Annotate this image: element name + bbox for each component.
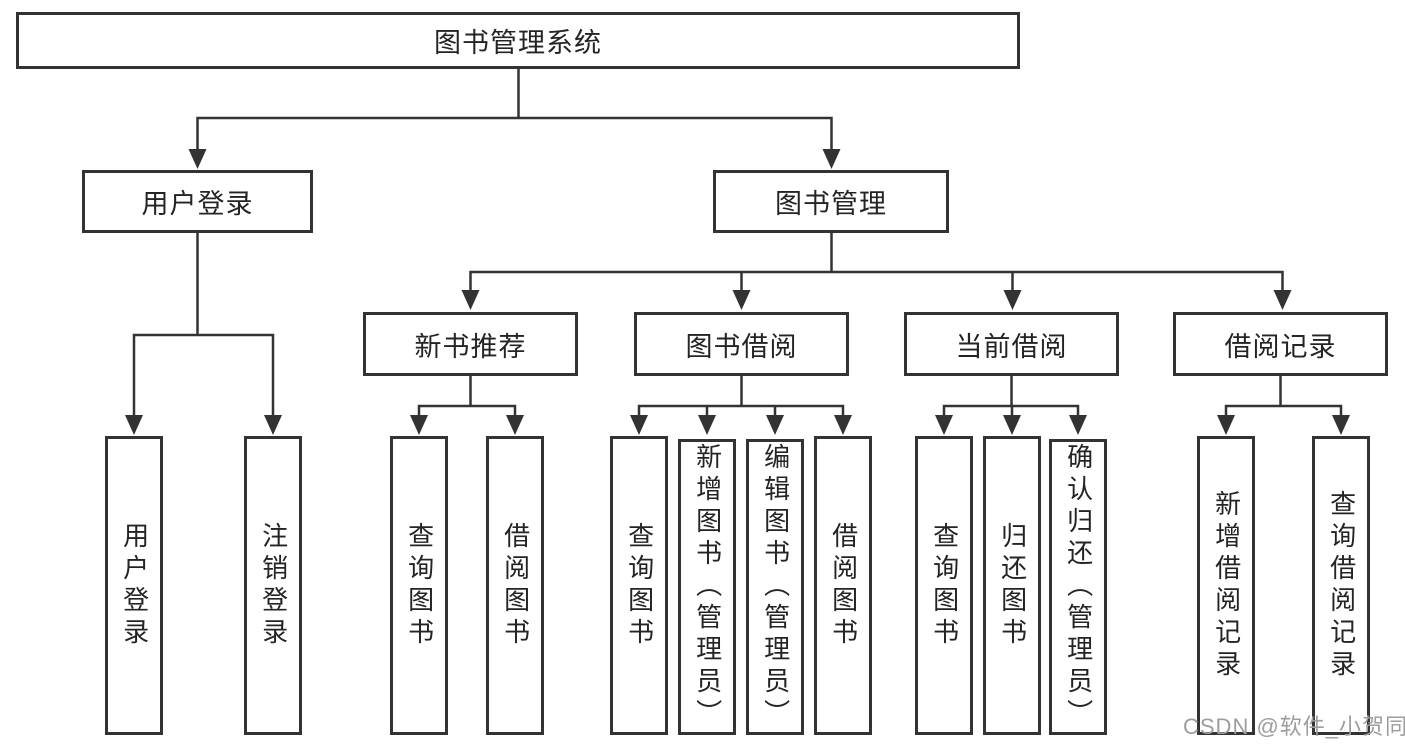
- leaf-query-books-recommend-label: 查询图书: [404, 521, 435, 650]
- leaf-borrow-books-borrowing-label: 借阅图书: [828, 521, 859, 650]
- node-user-login: 用户登录: [82, 170, 313, 233]
- node-new-book-recommend-label: 新书推荐: [414, 331, 527, 362]
- leaf-edit-book-admin-label: 编辑图书（管理员）: [760, 443, 791, 731]
- node-current-borrowing: 当前借阅: [904, 312, 1119, 376]
- leaf-borrow-books-recommend-label: 借阅图书: [500, 521, 531, 650]
- leaf-add-borrow-record-label: 新增借阅记录: [1211, 489, 1242, 682]
- node-book-borrowing-label: 图书借阅: [685, 331, 798, 362]
- node-book-management: 图书管理: [713, 170, 949, 233]
- leaf-add-book-admin-label: 新增图书（管理员）: [692, 443, 723, 731]
- leaf-borrow-books-borrowing: 借阅图书: [814, 436, 872, 735]
- leaf-query-books-current: 查询图书: [915, 436, 973, 735]
- leaf-confirm-return-admin-label: 确认归还（管理员）: [1063, 443, 1094, 731]
- node-borrowing-records-label: 借阅记录: [1224, 331, 1337, 362]
- node-borrowing-records: 借阅记录: [1173, 312, 1388, 376]
- node-current-borrowing-label: 当前借阅: [955, 331, 1068, 362]
- connector-strokes: [132, 69, 1343, 417]
- leaf-add-book-admin: 新增图书（管理员）: [678, 439, 736, 735]
- node-library-system: 图书管理系统: [16, 12, 1020, 69]
- csdn-watermark: CSDN @软件_小贺同学: [1183, 714, 1405, 739]
- leaf-user-login-label: 用户登录: [119, 521, 150, 650]
- leaf-logout-label: 注销登录: [258, 521, 289, 650]
- leaf-query-books-borrowing-label: 查询图书: [624, 521, 655, 650]
- node-book-borrowing: 图书借阅: [634, 312, 849, 376]
- leaf-add-borrow-record: 新增借阅记录: [1197, 436, 1255, 735]
- leaf-edit-book-admin: 编辑图书（管理员）: [746, 439, 804, 735]
- arrowheads: [125, 149, 1350, 435]
- leaf-query-books-current-label: 查询图书: [929, 521, 960, 650]
- leaf-return-books: 归还图书: [983, 436, 1041, 735]
- node-book-management-label: 图书管理: [775, 189, 887, 219]
- leaf-query-books-borrowing: 查询图书: [610, 436, 668, 735]
- node-new-book-recommend: 新书推荐: [363, 312, 578, 376]
- leaf-confirm-return-admin: 确认归还（管理员）: [1049, 439, 1107, 735]
- leaf-borrow-books-recommend: 借阅图书: [486, 436, 544, 735]
- leaf-query-borrow-record: 查询借阅记录: [1312, 436, 1370, 735]
- node-library-system-label: 图书管理系统: [434, 28, 602, 58]
- leaf-return-books-label: 归还图书: [997, 521, 1028, 650]
- leaf-query-books-recommend: 查询图书: [390, 436, 448, 735]
- leaf-user-login: 用户登录: [105, 436, 163, 735]
- leaf-query-borrow-record-label: 查询借阅记录: [1326, 489, 1357, 682]
- node-user-login-label: 用户登录: [141, 189, 254, 219]
- leaf-logout: 注销登录: [244, 436, 302, 735]
